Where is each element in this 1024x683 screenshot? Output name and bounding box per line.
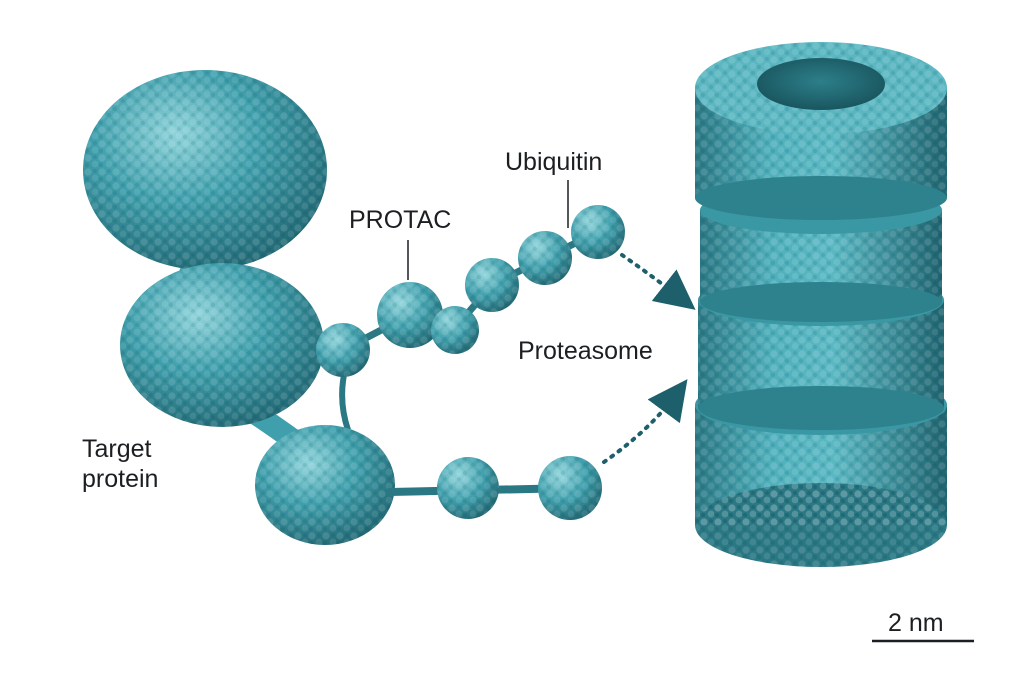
proteasome [695,42,947,567]
ubiquitin-chain-lower [386,456,602,520]
target-protein-label-line1: Target [82,435,152,463]
scale-bar-label: 2 nm [888,609,944,637]
target-protein-label-line2: protein [82,465,159,493]
target-protein [83,70,395,545]
proteasome-opening [757,58,885,110]
protac-label: PROTAC [349,206,452,234]
ubiquitin-chain-upper [316,205,625,377]
lower-dotted-arrow [602,379,688,464]
connector-strand [339,369,351,431]
proteasome-label: Proteasome [518,337,653,365]
upper-dotted-arrow [620,253,696,310]
ubiquitin-label: Ubiquitin [505,148,603,176]
target-protein-label: Target protein [82,434,222,494]
